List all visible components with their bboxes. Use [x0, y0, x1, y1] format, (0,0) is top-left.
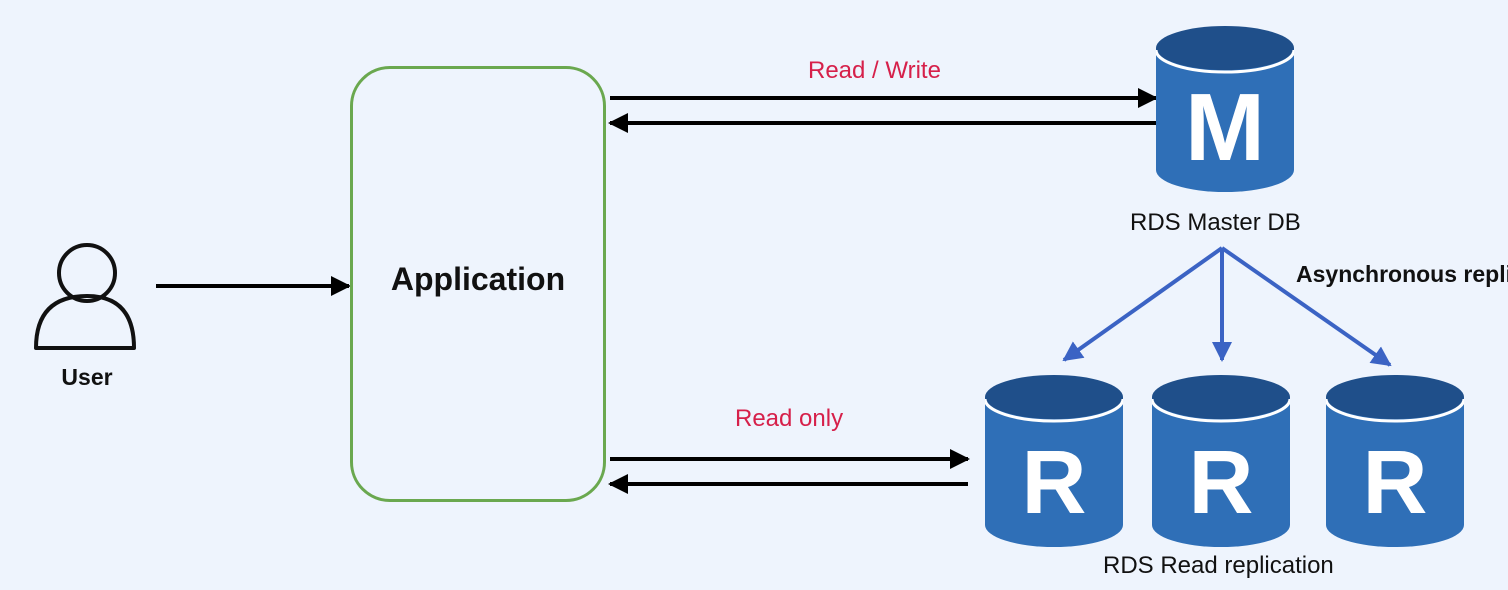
user-icon: [34, 243, 136, 350]
replica-db-icon-3[interactable]: R: [1326, 375, 1464, 547]
replica-db-icon-2[interactable]: R: [1152, 375, 1290, 547]
master-db-letter: M: [1185, 74, 1265, 181]
application-box[interactable]: Application: [350, 66, 606, 502]
replication-arrow-left: [1062, 246, 1224, 362]
read-only-label: Read only: [735, 405, 844, 432]
replication-arrow-right: [1220, 246, 1392, 367]
replica-db-letter: R: [1021, 433, 1087, 533]
read-write-label: Read / Write: [808, 57, 941, 84]
replication-label: Asynchronous replication: [1296, 261, 1508, 287]
replica-db-label: RDS Read replication: [1103, 552, 1334, 579]
replica-db-letter: R: [1188, 433, 1254, 533]
master-db-label: RDS Master DB: [1130, 209, 1301, 236]
replica-db-letter: R: [1362, 433, 1428, 533]
application-label: Application: [390, 260, 566, 297]
user-label: User: [61, 364, 113, 390]
master-db-icon[interactable]: M: [1156, 26, 1294, 192]
replica-db-icon-1[interactable]: R: [985, 375, 1123, 547]
